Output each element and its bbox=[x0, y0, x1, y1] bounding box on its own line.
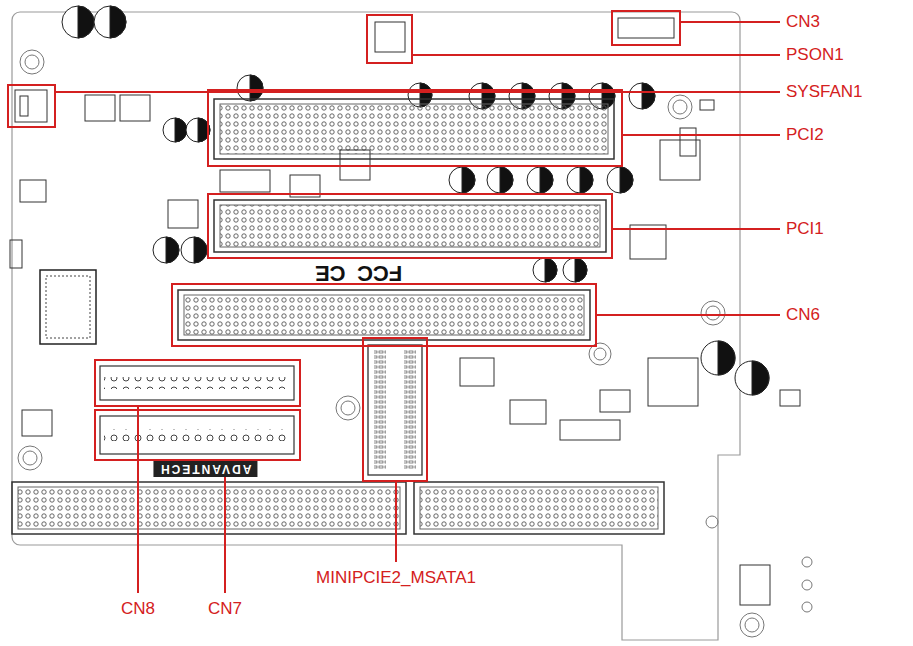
silkscreen-text: ADVANTECH bbox=[153, 461, 257, 477]
capacitor-polarity bbox=[110, 6, 126, 38]
capacitor-polarity bbox=[575, 258, 587, 282]
silkscreen-text: FCC bbox=[357, 262, 402, 284]
capacitor-symbol bbox=[181, 237, 207, 263]
capacitor-polarity bbox=[194, 237, 207, 263]
capacitor-symbol bbox=[607, 167, 633, 193]
callout-label: SYSFAN1 bbox=[786, 83, 863, 100]
capacitor-polarity bbox=[462, 167, 475, 193]
capacitor-polarity bbox=[540, 167, 553, 193]
capacitor-polarity bbox=[500, 167, 513, 193]
capacitor-symbol bbox=[408, 83, 432, 107]
capacitor-symbol bbox=[186, 118, 210, 142]
capacitor-symbol bbox=[567, 167, 593, 193]
capacitor-symbol bbox=[629, 83, 655, 109]
capacitor-symbol bbox=[487, 167, 513, 193]
capacitor-symbol bbox=[237, 75, 263, 101]
silkscreen-text: CE bbox=[315, 262, 346, 284]
callout-label: CN6 bbox=[786, 306, 820, 323]
capacitor-symbol bbox=[563, 258, 587, 282]
capacitor-polarity bbox=[620, 167, 633, 193]
capacitor-polarity bbox=[78, 6, 94, 38]
capacitor-symbol bbox=[527, 167, 553, 193]
callout-label: PCI1 bbox=[786, 220, 824, 237]
capacitor-polarity bbox=[250, 75, 263, 101]
capacitor-polarity bbox=[175, 118, 187, 142]
capacitor-polarity bbox=[545, 258, 557, 282]
callout-label: PCI2 bbox=[786, 126, 824, 143]
capacitor-symbol bbox=[94, 6, 126, 38]
capacitor-symbol bbox=[701, 341, 735, 375]
callout-label: CN7 bbox=[208, 600, 242, 617]
capacitor-symbol bbox=[163, 118, 187, 142]
capacitor-polarity bbox=[752, 361, 769, 395]
callout-label: MINIPCIE2_MSATA1 bbox=[316, 569, 476, 586]
capacitor-polarity bbox=[718, 341, 735, 375]
callout-label: CN8 bbox=[121, 600, 155, 617]
capacitor-symbol bbox=[449, 167, 475, 193]
capacitor-polarity bbox=[580, 167, 593, 193]
capacitor-symbol bbox=[533, 258, 557, 282]
callout-label: CN3 bbox=[786, 13, 820, 30]
capacitor-symbol bbox=[153, 237, 179, 263]
capacitor-symbol bbox=[62, 6, 94, 38]
callout-label: PSON1 bbox=[786, 46, 844, 63]
capacitor-polarity bbox=[420, 83, 432, 107]
capacitor-symbol bbox=[735, 361, 769, 395]
capacitor-polarity bbox=[166, 237, 179, 263]
capacitor-polarity bbox=[642, 83, 655, 109]
